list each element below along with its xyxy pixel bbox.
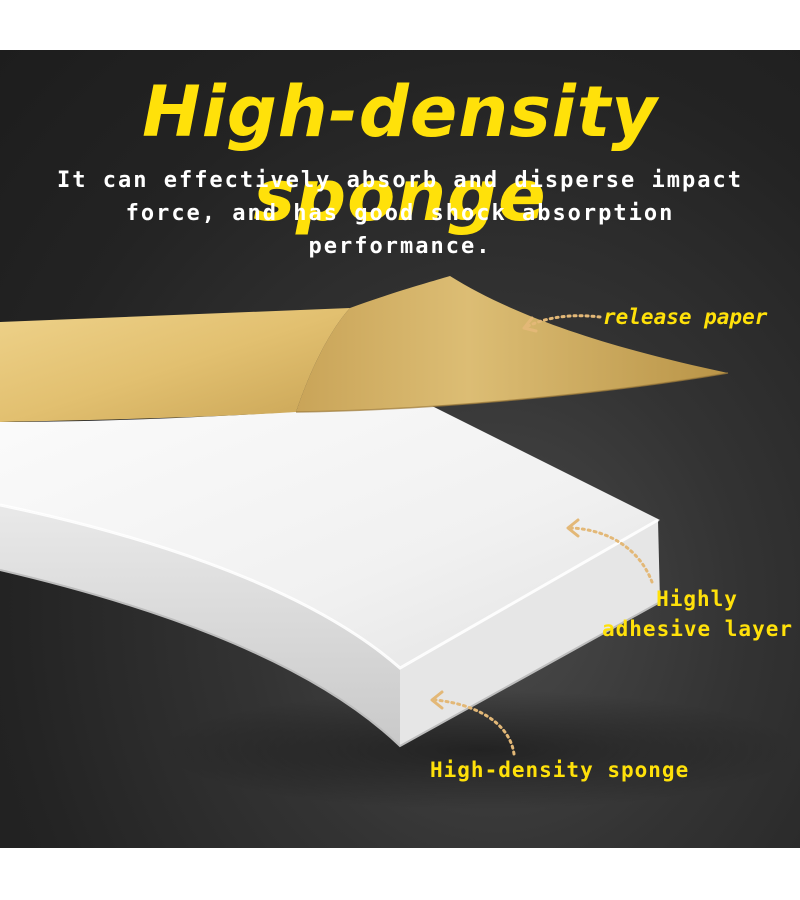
adhesive-label-line-1: Highly (656, 587, 738, 611)
subtitle: It can effectively absorb and disperse i… (30, 164, 770, 263)
release-paper-pointer-arrow (522, 316, 538, 333)
adhesive-layer-label: Highly adhesive layer (602, 584, 792, 644)
adhesive-pointer-arrow (566, 518, 580, 538)
sponge-pointer (434, 698, 516, 756)
sponge-end-face (400, 520, 660, 746)
floor-shadow (160, 690, 800, 810)
release-paper-fold-shadow (295, 372, 729, 413)
release-paper-sheet (0, 308, 350, 422)
sponge-pointer-arrow (430, 690, 444, 710)
product-panel: High-density sponge It can effectively a… (0, 50, 800, 848)
adhesive-label-line-2: adhesive layer (602, 617, 794, 641)
sponge-bottom-edge (0, 569, 661, 748)
release-paper-pointer (526, 314, 602, 328)
adhesive-layer-edge (0, 503, 659, 670)
subtitle-line-2: force, and has good shock absorption per… (125, 201, 675, 259)
subtitle-line-1: It can effectively absorb and disperse i… (56, 168, 744, 193)
release-paper-label: release paper (603, 305, 768, 329)
sponge-tape-illustration (0, 276, 800, 810)
sponge-label: High-density sponge (430, 758, 690, 782)
sponge-top-face (0, 400, 660, 668)
adhesive-pointer (570, 526, 654, 584)
sponge-side-face (0, 505, 400, 746)
release-paper-flap (296, 276, 728, 412)
headline: High-density sponge (142, 71, 658, 237)
